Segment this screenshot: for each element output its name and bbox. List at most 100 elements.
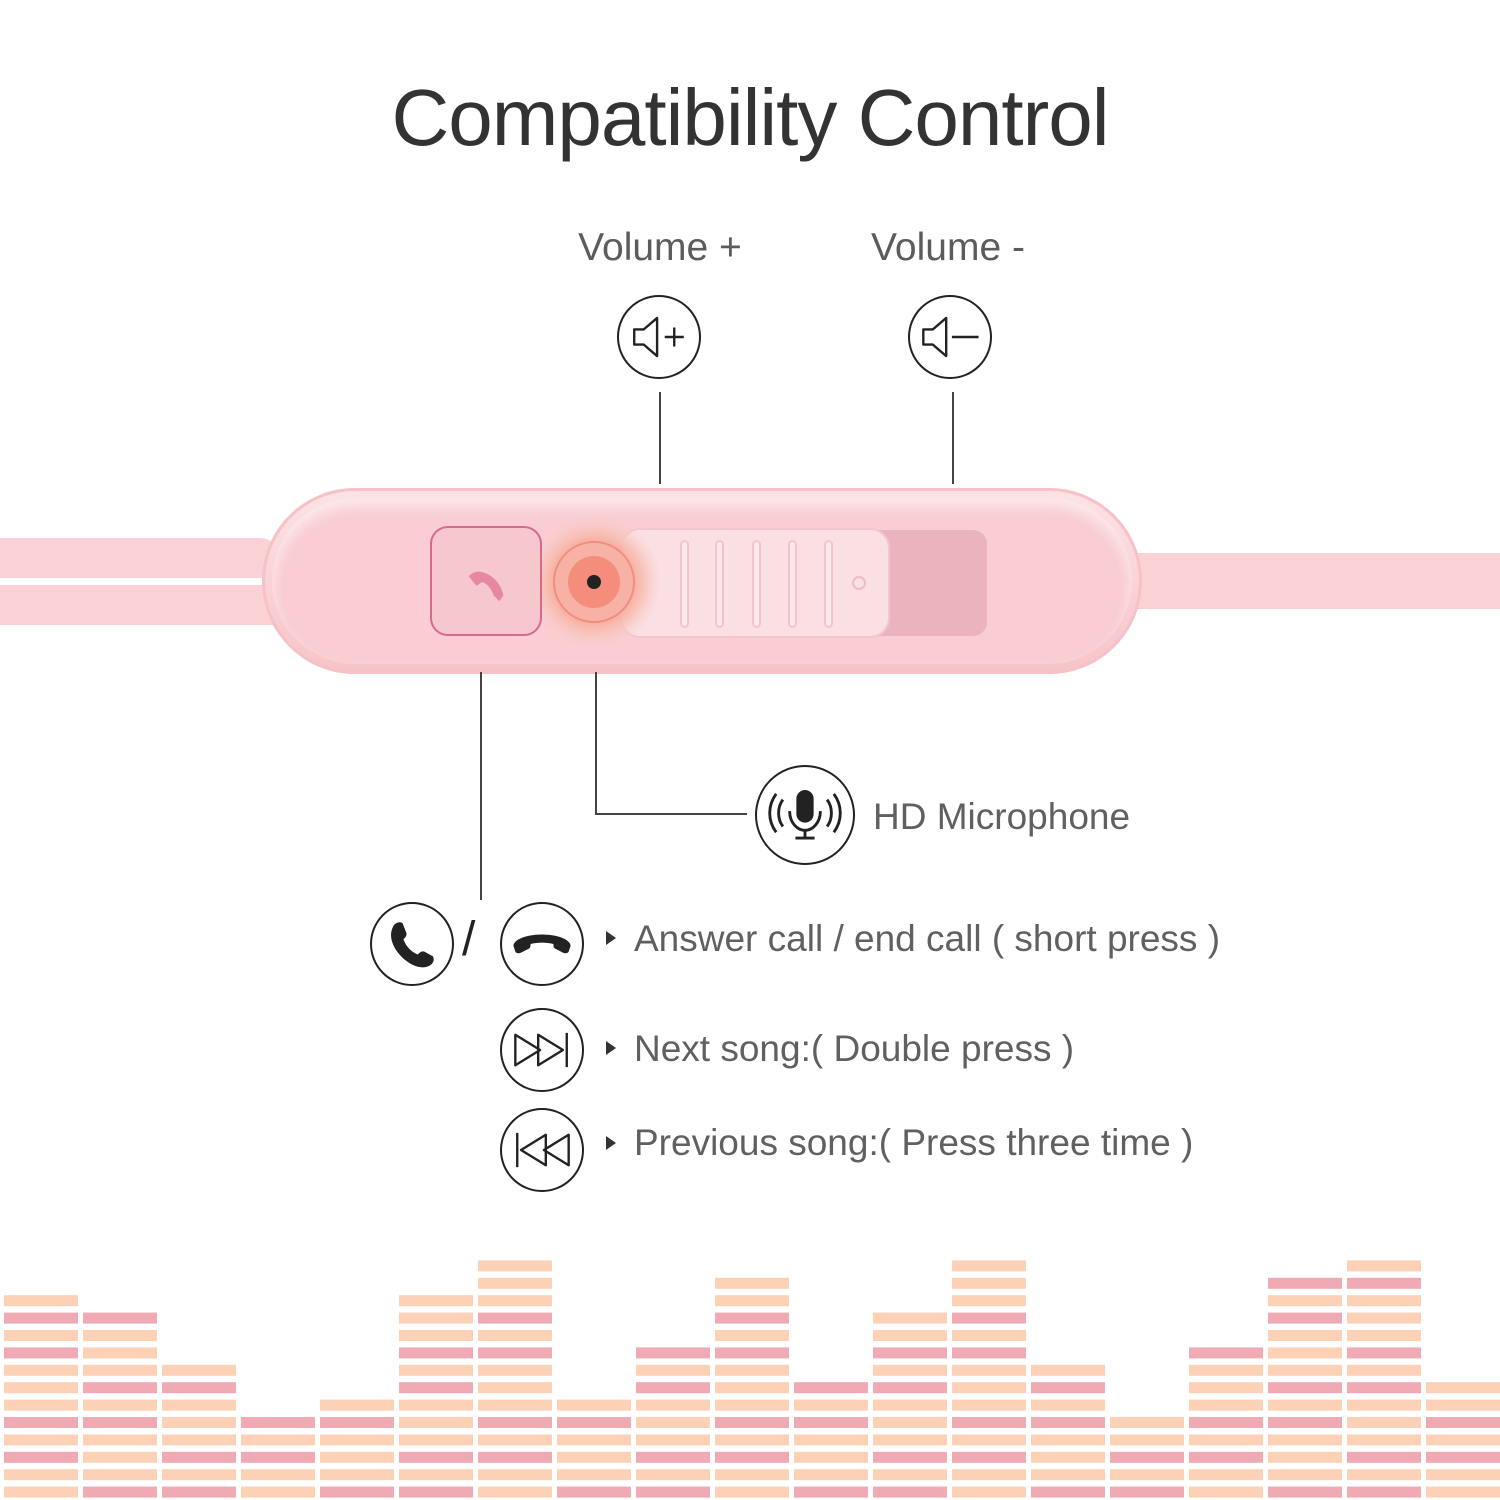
equalizer-bar (1031, 1382, 1105, 1394)
equalizer-bar (83, 1434, 157, 1446)
equalizer-bar (320, 1434, 394, 1446)
call-leader (480, 672, 482, 900)
equalizer-bar (952, 1364, 1026, 1376)
microphone-leader-vertical (595, 672, 597, 814)
equalizer-bar (83, 1451, 157, 1463)
equalizer-bar (873, 1486, 947, 1498)
equalizer-bar (1347, 1295, 1421, 1307)
equalizer-bar (636, 1434, 710, 1446)
equalizer-bar (794, 1469, 868, 1481)
equalizer-bar (4, 1347, 78, 1359)
equalizer-bar (952, 1417, 1026, 1428)
equalizer-bar (873, 1399, 947, 1411)
equalizer-bar (952, 1347, 1026, 1359)
call-button (430, 526, 542, 636)
equalizer-bar (1347, 1312, 1421, 1324)
equalizer-bar (4, 1399, 78, 1411)
equalizer-bar (1189, 1434, 1263, 1446)
equalizer-bar (1268, 1434, 1342, 1446)
equalizer-bar (636, 1382, 710, 1394)
equalizer-bar (794, 1434, 868, 1446)
equalizer-bar (320, 1451, 394, 1463)
equalizer-bar (873, 1417, 947, 1428)
equalizer-bar (715, 1330, 789, 1341)
equalizer-bar (636, 1417, 710, 1428)
equalizer-bar (162, 1399, 236, 1411)
equalizer-bar (478, 1312, 552, 1324)
equalizer-bar (1426, 1469, 1500, 1481)
equalizer-bar (1268, 1364, 1342, 1376)
equalizer-bar (1031, 1486, 1105, 1498)
equalizer-bar (1110, 1417, 1184, 1428)
equalizer-bar (952, 1312, 1026, 1324)
equalizer-bar (83, 1399, 157, 1411)
equalizer-bar (873, 1382, 947, 1394)
equalizer-bar (478, 1382, 552, 1394)
slider-ridge (824, 540, 833, 628)
equalizer-bar (1189, 1417, 1263, 1428)
equalizer-bar (1347, 1451, 1421, 1463)
equalizer-bar (952, 1469, 1026, 1481)
equalizer-bar (1268, 1486, 1342, 1498)
equalizer-bar (478, 1399, 552, 1411)
bullet-icon (606, 1136, 616, 1150)
slider-ridge (752, 540, 761, 628)
equalizer-bar (83, 1312, 157, 1324)
equalizer-bar (952, 1434, 1026, 1446)
equalizer-bar (83, 1417, 157, 1428)
equalizer-bar (1189, 1364, 1263, 1376)
equalizer-bar (1031, 1469, 1105, 1481)
equalizer-bar (1426, 1417, 1500, 1428)
equalizer-bar (478, 1277, 552, 1289)
equalizer-bar (478, 1295, 552, 1307)
equalizer-bar (83, 1469, 157, 1481)
equalizer-bar (241, 1434, 315, 1446)
equalizer-bar (1189, 1399, 1263, 1411)
equalizer-bar (478, 1364, 552, 1376)
equalizer-bar (399, 1330, 473, 1341)
answer-call-icon (370, 902, 454, 986)
equalizer-bar (320, 1417, 394, 1428)
equalizer-bar (1426, 1486, 1500, 1498)
volume-up-label: Volume + (578, 226, 742, 269)
equalizer-bar (1189, 1451, 1263, 1463)
previous-song-text: Previous song:( Press three time ) (634, 1122, 1194, 1163)
equalizer-bar (399, 1469, 473, 1481)
equalizer-bar (794, 1382, 868, 1394)
equalizer-bar (1426, 1382, 1500, 1394)
call-separator: / (462, 913, 476, 966)
equalizer-bar (557, 1399, 631, 1411)
equalizer-bar (715, 1399, 789, 1411)
equalizer-bar (1347, 1434, 1421, 1446)
equalizer-bar (1189, 1469, 1263, 1481)
equalizer-bar (794, 1417, 868, 1428)
equalizer-bar (478, 1347, 552, 1359)
equalizer-bar (1189, 1347, 1263, 1359)
equalizer-bar (1268, 1295, 1342, 1307)
equalizer-bar (399, 1451, 473, 1463)
equalizer-bar (952, 1330, 1026, 1341)
end-call-icon (500, 902, 584, 986)
equalizer-bar (715, 1382, 789, 1394)
equalizer-bar (4, 1312, 78, 1324)
equalizer-bar (83, 1364, 157, 1376)
equalizer-bar (636, 1364, 710, 1376)
equalizer-bar (4, 1295, 78, 1307)
equalizer-bar (1110, 1434, 1184, 1446)
equalizer-bar (636, 1469, 710, 1481)
equalizer-bar (557, 1434, 631, 1446)
microphone-leader-horizontal (595, 813, 747, 815)
equalizer-bar (715, 1451, 789, 1463)
equalizer-bar (1031, 1364, 1105, 1376)
equalizer-bar (399, 1364, 473, 1376)
equalizer-bar (478, 1417, 552, 1428)
equalizer-bar (83, 1330, 157, 1341)
equalizer-bar (83, 1347, 157, 1359)
equalizer-bar (162, 1417, 236, 1428)
equalizer-bar (399, 1312, 473, 1324)
equalizer-bar (1347, 1417, 1421, 1428)
equalizer-bar (715, 1486, 789, 1498)
equalizer-decoration (4, 1260, 1500, 1498)
equalizer-bar (399, 1295, 473, 1307)
next-song-icon (500, 1008, 584, 1092)
